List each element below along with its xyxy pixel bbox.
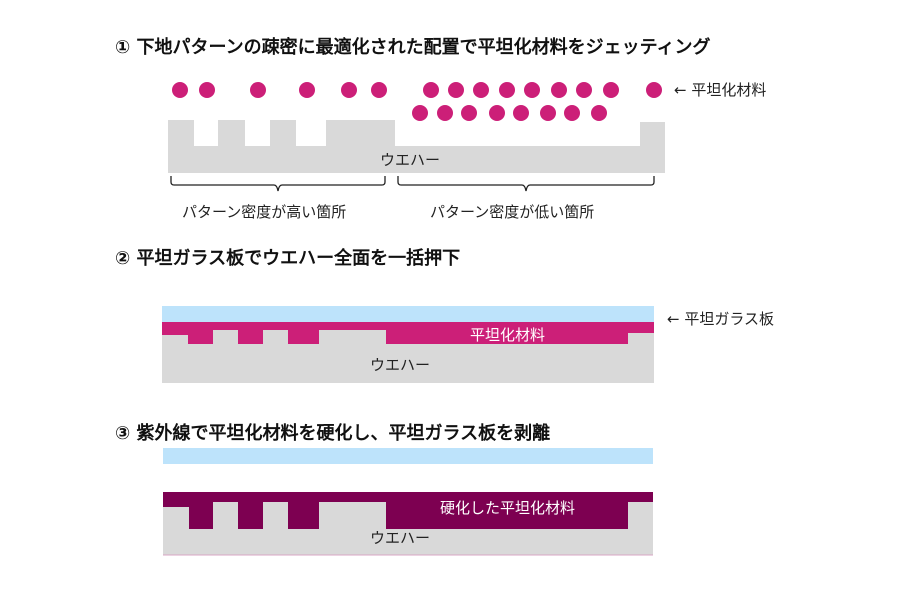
wafer-step3 xyxy=(163,502,653,555)
cured-material-step3 xyxy=(163,492,653,529)
droplet xyxy=(489,105,505,121)
droplet xyxy=(437,105,453,121)
droplet xyxy=(371,82,387,98)
droplet xyxy=(591,105,607,121)
droplet xyxy=(646,82,662,98)
material-label-step2: 平坦化材料 xyxy=(470,326,545,344)
step3-title: ③ 紫外線で平坦化材料を硬化し、平坦ガラス板を剥離 xyxy=(115,422,550,444)
droplets xyxy=(172,82,662,121)
wafer-label-step1: ウエハー xyxy=(380,151,440,169)
glass-plate-step3 xyxy=(163,448,653,464)
sparse-area-label: パターン密度が低い箇所 xyxy=(430,203,594,221)
droplet xyxy=(576,82,592,98)
wafer-step1 xyxy=(168,120,665,173)
droplet xyxy=(341,82,357,98)
droplet xyxy=(448,82,464,98)
cured-material-label: 硬化した平坦化材料 xyxy=(440,499,575,517)
dense-bracket xyxy=(170,176,386,192)
wafer-label-step3: ウエハー xyxy=(370,529,430,547)
droplet xyxy=(461,105,477,121)
step2-title: ② 平坦ガラス板でウエハー全面を一括押下 xyxy=(115,247,460,269)
droplet xyxy=(540,105,556,121)
glass-pointer-label: ← 平坦ガラス板 xyxy=(667,310,774,328)
sparse-bracket xyxy=(397,176,655,192)
droplet xyxy=(499,82,515,98)
dense-area-label: パターン密度が高い箇所 xyxy=(182,203,346,221)
droplet xyxy=(524,82,540,98)
droplet xyxy=(603,82,619,98)
droplet xyxy=(473,82,489,98)
droplet xyxy=(412,105,428,121)
wafer-label-step2: ウエハー xyxy=(370,356,430,374)
step1-title: ① 下地パターンの疎密に最適化された配置で平坦化材料をジェッティング xyxy=(115,36,711,58)
droplet xyxy=(250,82,266,98)
droplet xyxy=(423,82,439,98)
droplet xyxy=(551,82,567,98)
wafer-step2 xyxy=(162,330,654,383)
droplet xyxy=(513,105,529,121)
droplet xyxy=(564,105,580,121)
glass-plate-step2 xyxy=(162,306,654,322)
material-pointer-label: ← 平坦化材料 xyxy=(674,81,766,99)
droplet xyxy=(299,82,315,98)
droplet xyxy=(199,82,215,98)
droplet xyxy=(172,82,188,98)
